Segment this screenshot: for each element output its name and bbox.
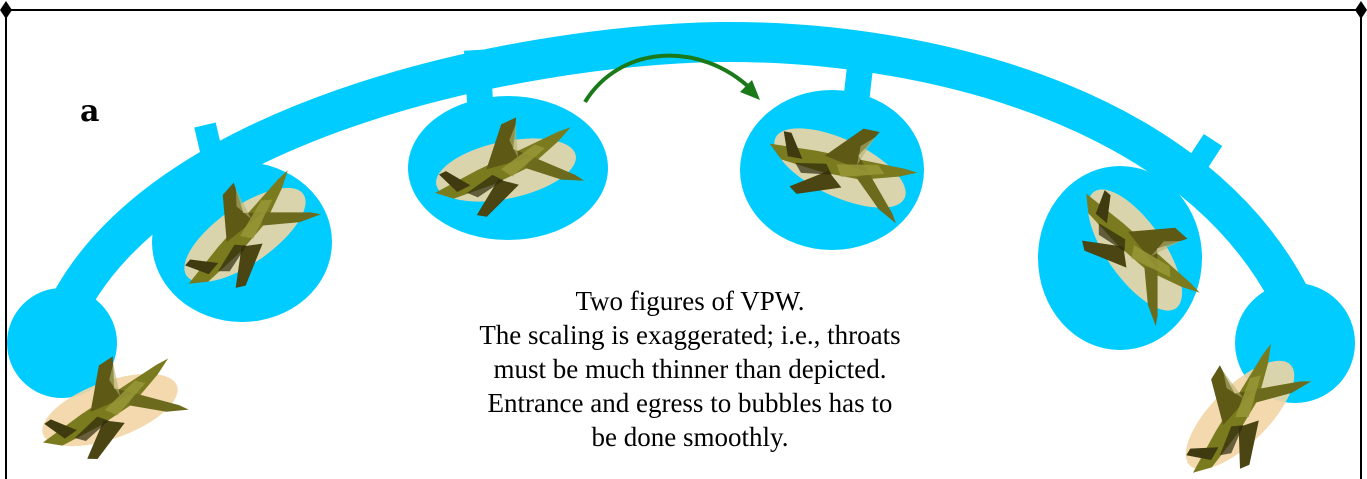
throat: [194, 122, 226, 171]
caption-line: The scaling is exaggerated; i.e., throat…: [479, 320, 901, 350]
tube-end-left: [7, 288, 117, 398]
caption: Two figures of VPW. The scaling is exagg…: [380, 284, 1000, 454]
arrowhead: [740, 80, 760, 100]
caption-line: Two figures of VPW.: [575, 286, 805, 316]
diamond-icon: [0, 1, 12, 19]
caption-line: be done smoothly.: [591, 422, 789, 452]
throat: [464, 49, 493, 103]
panel-label: a: [80, 94, 100, 129]
curved-arrow-icon: [583, 53, 754, 104]
diamond-icon: [1355, 1, 1367, 19]
caption-line: Entrance and egress to bubbles has to: [487, 388, 893, 418]
throat: [1173, 133, 1223, 193]
caption-line: must be much thinner than depicted.: [493, 354, 887, 384]
